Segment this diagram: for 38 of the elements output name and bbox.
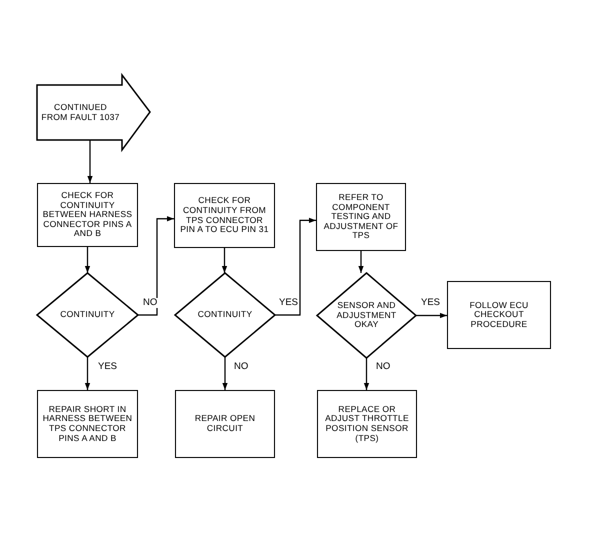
node-text: FOLLOW ECU CHECKOUT PROCEDURE: [468, 300, 530, 330]
edge-label: NO: [233, 362, 250, 372]
connector-arrow: [364, 358, 370, 390]
edge-label: YES: [278, 298, 300, 308]
connector-arrow: [222, 357, 228, 390]
edge-label: YES: [420, 298, 442, 308]
process-box: [447, 281, 551, 349]
connector-arrow: [138, 216, 174, 316]
node-text: CONTINUED FROM FAULT 1037: [40, 102, 121, 122]
connector-arrow: [84, 247, 90, 273]
edge-label: YES: [97, 362, 118, 372]
decision-diamond: [317, 273, 416, 358]
edge-label: NO: [375, 362, 392, 372]
edge-label: NO: [142, 298, 158, 308]
process-box: [317, 390, 417, 458]
node-text: SENSOR AND ADJUSTMENT OKAY: [336, 301, 398, 330]
node-text: REPLACE OR ADJUST THROTTLE POSITION SENSOR (TPS): [324, 404, 410, 444]
node-text: REFER TO COMPONENT TESTING AND ADJUSTMENT OF TPS: [322, 192, 400, 242]
process-box: [316, 183, 406, 251]
connector-arrow: [222, 248, 228, 273]
node-text: CHECK FOR CONTINUITY BETWEEN HARNESS CONNECTOR PINS A AND B: [42, 190, 134, 240]
connector-arrow: [84, 357, 90, 390]
process-box: [175, 390, 275, 458]
process-box: [37, 183, 138, 247]
node-text: CHECK FOR CONTINUITY FROM TPS CONNECTOR PIN A TO ECU PIN 31: [179, 196, 270, 235]
entry-arrow: [37, 75, 150, 150]
connector-arrow: [358, 251, 364, 273]
node-text: REPAIR SHORT IN HARNESS BETWEEN TPS CONNECTOR PINS A AND B: [42, 404, 134, 444]
connector-arrow: [275, 218, 316, 316]
node-text: REPAIR OPEN CIRCUIT: [194, 414, 256, 434]
node-text: CONTINUITY: [59, 310, 116, 320]
node-text: CONTINUITY: [196, 310, 254, 320]
decision-diamond: [175, 273, 275, 357]
decision-diamond: [37, 273, 138, 357]
process-box: [37, 390, 138, 458]
process-box: [174, 183, 275, 248]
connector-arrow: [416, 312, 447, 318]
connector-arrow: [87, 140, 93, 183]
